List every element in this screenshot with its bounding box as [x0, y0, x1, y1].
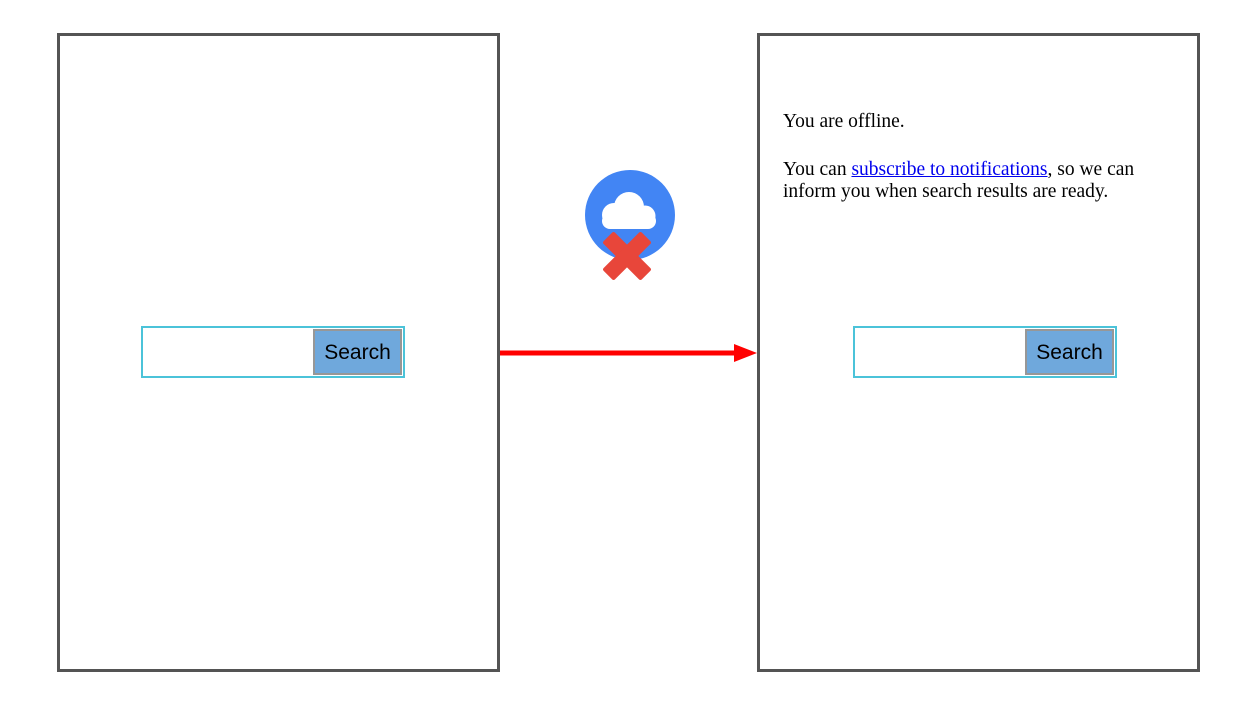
- search-button[interactable]: Search: [313, 329, 402, 375]
- arrow-right-icon: [500, 344, 757, 362]
- search-input[interactable]: [856, 329, 1025, 375]
- left-page-frame: Search: [57, 33, 500, 672]
- cloud-offline-icon: [585, 170, 675, 280]
- subscribe-text-after: , so we can inform you when search resul…: [783, 159, 1135, 202]
- offline-message-block: You are offline. You can subscribe to no…: [783, 111, 1187, 229]
- offline-status-text: You are offline.: [783, 111, 905, 132]
- search-button[interactable]: Search: [1025, 329, 1114, 375]
- error-x-icon: [603, 232, 651, 280]
- search-form: Search: [141, 326, 405, 378]
- subscribe-to-notifications-link[interactable]: subscribe to notifications: [851, 159, 1048, 180]
- cloud-icon: [602, 192, 656, 229]
- search-form: Search: [853, 326, 1117, 378]
- search-input[interactable]: [144, 329, 313, 375]
- right-page-frame: You are offline. You can subscribe to no…: [757, 33, 1200, 672]
- subscribe-sentence: You can subscribe to notifications, so w…: [783, 159, 1187, 203]
- subscribe-text-before: You can: [783, 159, 852, 180]
